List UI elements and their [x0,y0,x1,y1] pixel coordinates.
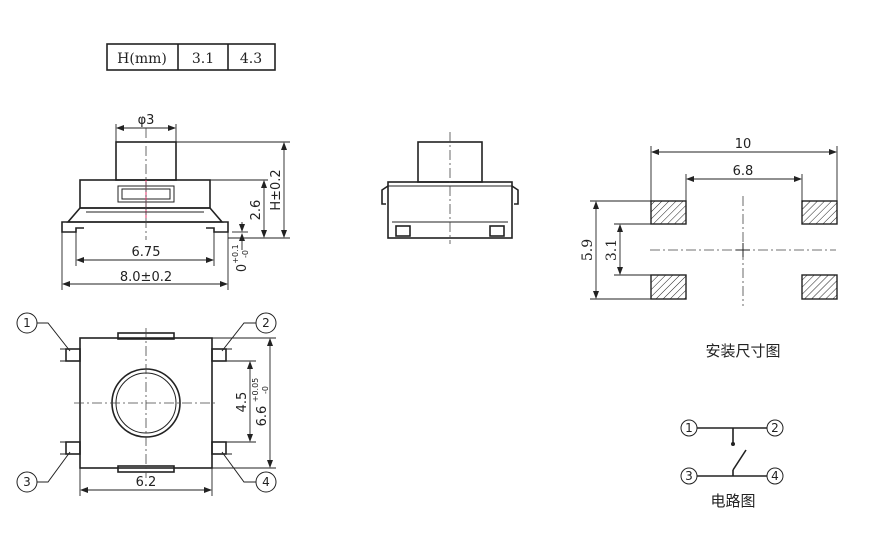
pin-1-label: 1 [23,316,31,330]
dim-lead-main: 0 [235,264,250,272]
pin-2-label: 2 [262,316,270,330]
dim-footprint-inner-span: 6.8 [733,164,754,179]
circuit-pin-3: 3 [685,469,693,483]
dim-footprint-outer-span: 10 [735,137,752,152]
circuit-pin-4: 4 [771,469,779,483]
footprint-pad-2 [801,200,838,225]
circuit-caption: 电路图 [710,492,755,510]
height-table-value-2: 4.3 [240,51,262,67]
height-table-header: H(mm) [117,51,167,67]
dim-inner-width: 6.75 [132,245,161,260]
dim-top-outer-tol-minus: -0 [261,386,270,394]
dim-lead-tol-plus: +0.1 [231,244,240,263]
top-view: 1 2 3 4 6.2 4.5 6.6 +0.05 -0 [16,312,277,496]
side-view: φ3 H±0.2 2.6 0 +0.1 -0 6.75 8.0±0.2 [61,113,290,290]
circuit-pin-2: 2 [771,421,779,435]
dim-outer-width: 8.0±0.2 [120,270,172,285]
footprint: 10 6.8 5.9 3.1 安装尺寸图 [580,137,838,360]
height-table: H(mm) 3.1 4.3 [106,43,276,71]
footprint-pad-3 [650,274,687,300]
dim-height-base: 2.6 [249,200,264,221]
footprint-pad-1 [650,200,687,225]
circuit-diagram: 1 2 3 4 电路图 [680,419,784,510]
dim-top-width: 6.2 [136,475,157,490]
dim-top-outer-tol-plus: +0.05 [251,378,260,403]
pin-4-label: 4 [262,475,270,489]
dim-height-h: H±0.2 [269,169,284,210]
dim-lead-tol-minus: -0 [241,250,250,258]
dim-footprint-inner-height: 3.1 [604,239,620,261]
front-view [381,132,519,244]
footprint-caption: 安装尺寸图 [705,342,780,360]
dim-diameter: φ3 [138,113,155,128]
height-table-value-1: 3.1 [192,51,214,67]
footprint-pad-4 [801,274,838,300]
circuit-pin-1: 1 [685,421,693,435]
dim-top-inner-height: 4.5 [235,392,250,413]
pin-3-label: 3 [23,475,31,489]
dim-footprint-outer-height: 5.9 [580,239,596,261]
dim-top-outer-main: 6.6 [255,406,270,427]
